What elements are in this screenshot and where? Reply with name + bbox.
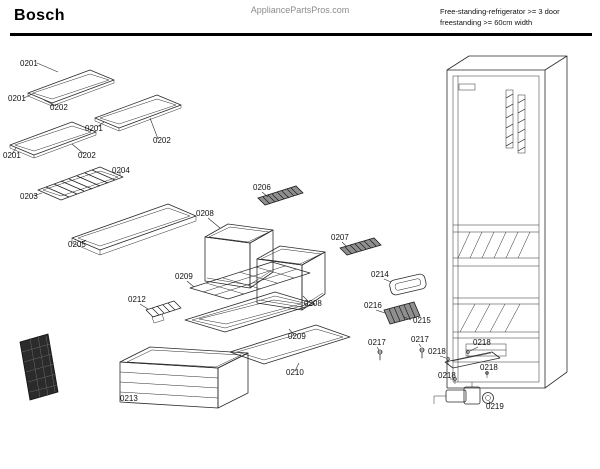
- valve-assembly-drawing-0219: [433, 382, 494, 405]
- part-label-0219: 0219: [486, 402, 504, 411]
- shelf-drawing-c: [9, 121, 97, 159]
- mesh-shelf-drawing: [189, 261, 311, 300]
- part-label-0209-a: 0209: [175, 272, 193, 281]
- shelf-drawing-large: [71, 203, 197, 256]
- part-label-0201-c: 0201: [85, 124, 103, 133]
- part-label-0208-b: 0208: [304, 299, 322, 308]
- category-line-2: freestanding >= 60cm width: [440, 18, 533, 27]
- cabinet-drawing: [446, 55, 568, 389]
- part-label-0202-a: 0202: [50, 103, 68, 112]
- category-info: Free-standing-refrigerator >= 3 door fre…: [440, 6, 560, 28]
- lower-frame-drawing: [229, 324, 351, 365]
- part-label-0206: 0206: [253, 183, 271, 192]
- shelf-drawing-b: [94, 94, 182, 132]
- part-label-0212: 0212: [128, 295, 146, 304]
- part-label-0216: 0216: [364, 301, 382, 310]
- part-label-0213: 0213: [120, 394, 138, 403]
- screw-icon-0217a: [377, 349, 383, 361]
- part-label-0207: 0207: [331, 233, 349, 242]
- part-labels: 0201 0201 0202 0201 0202 0201 0202 0204 …: [3, 59, 504, 411]
- grille-drawing-0215: [383, 301, 421, 325]
- part-label-0202-b: 0202: [153, 136, 171, 145]
- part-label-0204: 0204: [112, 166, 130, 175]
- part-label-0215: 0215: [413, 316, 431, 325]
- site-name: AppliancePartsPros.com: [250, 5, 350, 15]
- shelf-drawing-d: [37, 166, 124, 201]
- screw-icon-0217b: [419, 347, 425, 359]
- crisper-bin-drawing-2: [256, 245, 326, 311]
- bracket-drawing-0218: [444, 350, 501, 384]
- frame-shelf-drawing: [184, 291, 316, 333]
- header-divider: [10, 33, 592, 36]
- grille-drawing-dark: [19, 333, 59, 401]
- part-label-0209-b: 0209: [288, 332, 306, 341]
- brand-logo: Bosch: [14, 7, 65, 24]
- part-label-0218-a: 0218: [428, 347, 446, 356]
- category-line-1: Free-standing-refrigerator >= 3 door: [440, 7, 560, 16]
- part-label-0218-b: 0218: [473, 338, 491, 347]
- shelf-drawing-a: [27, 69, 115, 107]
- part-label-0210: 0210: [286, 368, 304, 377]
- drawer-drawing-0213: [119, 346, 249, 409]
- tray-drawing-0214: [389, 273, 427, 296]
- part-label-0217-b: 0217: [411, 335, 429, 344]
- part-label-0208-a: 0208: [196, 209, 214, 218]
- part-label-0205: 0205: [68, 240, 86, 249]
- part-label-0201-b: 0201: [8, 94, 26, 103]
- part-label-0201-d: 0201: [3, 151, 21, 160]
- part-label-0202-c: 0202: [78, 151, 96, 160]
- part-label-0201-a: 0201: [20, 59, 38, 68]
- bracket-drawing-0212: [145, 300, 182, 324]
- leader-lines: [11, 62, 491, 405]
- part-label-0218-d: 0218: [480, 363, 498, 372]
- trim-strip-drawing-0206: [257, 185, 304, 206]
- part-label-0217-a: 0217: [368, 338, 386, 347]
- part-label-0218-c: 0218: [438, 371, 456, 380]
- trim-strip-drawing-0207: [339, 237, 382, 256]
- part-label-0214: 0214: [371, 270, 389, 279]
- part-label-0203: 0203: [20, 192, 38, 201]
